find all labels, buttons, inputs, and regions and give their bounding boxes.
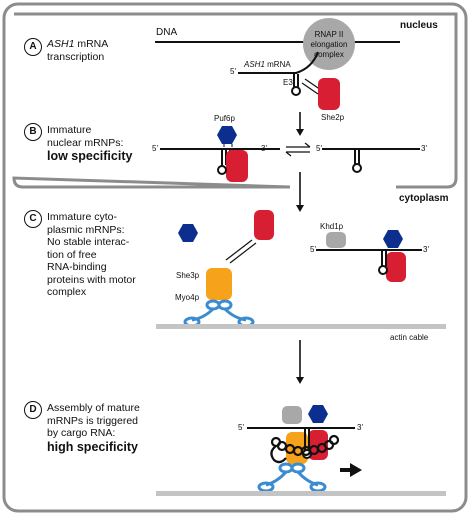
khd1p-protein bbox=[326, 232, 346, 248]
step-c-line: plasmic mRNPs: bbox=[47, 223, 125, 236]
step-c-text: Immature cyto- plasmic mRNPs: No stable … bbox=[47, 211, 136, 299]
myo4p-motor bbox=[217, 299, 233, 311]
step-c-line: Immature cyto- bbox=[47, 211, 118, 223]
e3-hairpin-loop bbox=[291, 86, 301, 96]
three-prime-label: 3' bbox=[423, 245, 429, 254]
puf6p-label: Puf6p bbox=[214, 114, 235, 123]
five-prime-label: 5' bbox=[310, 245, 316, 254]
equilibrium-arrow-back bbox=[285, 151, 292, 157]
step-b-marker: B bbox=[24, 123, 42, 141]
five-prime-label: 5' bbox=[230, 67, 236, 76]
actin-cable bbox=[156, 324, 446, 329]
cytoplasm-label: cytoplasm bbox=[399, 193, 449, 204]
three-prime-label: 3' bbox=[357, 423, 363, 432]
she2p-label: She2p bbox=[321, 113, 345, 122]
step-c-line: proteins with motor bbox=[47, 273, 136, 286]
puf6p-protein bbox=[217, 126, 237, 144]
she2p-protein bbox=[386, 252, 406, 282]
ash1-mrna-label: ASH1 mRNA bbox=[244, 59, 291, 71]
hairpin-loop bbox=[352, 163, 362, 173]
step-b-line1: Immature bbox=[47, 124, 92, 136]
myo4p-head bbox=[309, 481, 327, 493]
three-prime-label: 3' bbox=[421, 144, 427, 153]
she2p-she3p-link bbox=[225, 239, 253, 261]
myo4p-motor bbox=[205, 299, 221, 311]
step-d-line2: mRNPs is triggered bbox=[47, 414, 139, 427]
khd1p-label: Khd1p bbox=[320, 222, 344, 231]
nucleus-membrane bbox=[12, 12, 458, 189]
actin-cable bbox=[156, 491, 446, 496]
ash1-gene-name: ASH1 bbox=[244, 60, 265, 69]
myo4p-motor bbox=[278, 462, 294, 474]
she3p-label: She3p bbox=[176, 271, 200, 280]
step-a-line2: transcription bbox=[47, 50, 105, 63]
she2p-protein bbox=[318, 78, 340, 110]
myo4p-head bbox=[257, 481, 275, 493]
step-a-text: ASH1 mRNA transcription bbox=[47, 38, 108, 63]
puf6p-protein bbox=[383, 230, 403, 248]
step-d-line1: Assembly of mature bbox=[47, 402, 140, 414]
e3-label: E3 bbox=[283, 78, 293, 87]
she3p-protein bbox=[206, 268, 232, 300]
hairpin-loop bbox=[217, 165, 227, 175]
three-prime-label: 3' bbox=[261, 144, 267, 153]
actin-cable-label: actin cable bbox=[390, 333, 429, 342]
step-a-gene: ASH1 bbox=[47, 38, 75, 50]
step-c-line: complex bbox=[47, 286, 87, 298]
cargo-rna-chain bbox=[270, 434, 340, 464]
step-b-text: Immature nuclear mRNPs: low specificity bbox=[47, 124, 132, 164]
five-prime-label: 5' bbox=[152, 144, 158, 153]
step-c-line: RNA-binding bbox=[47, 261, 107, 273]
she2p-protein bbox=[254, 210, 274, 240]
step-a-marker: A bbox=[24, 38, 42, 56]
she2p-she3p-link bbox=[229, 242, 257, 264]
step-b-line2: nuclear mRNPs: bbox=[47, 136, 124, 149]
hairpin-loop bbox=[378, 265, 388, 275]
rnap-label: RNAP II elongation complex bbox=[305, 30, 353, 60]
step-d-line3: by cargo RNA: bbox=[47, 427, 116, 439]
mrna-exit-from-rnap bbox=[295, 51, 319, 74]
step-c-line: tion of free bbox=[47, 248, 97, 261]
step-a-rest: mRNA bbox=[74, 38, 109, 50]
equilibrium-arrow-forward bbox=[304, 142, 311, 148]
puf6p-protein bbox=[178, 224, 198, 242]
rnap-label-line: elongation bbox=[310, 40, 348, 49]
step-d-marker: D bbox=[24, 401, 42, 419]
five-prime-label: 5' bbox=[316, 144, 322, 153]
khd1p-protein bbox=[282, 406, 302, 424]
step-d-text: Assembly of mature mRNPs is triggered by… bbox=[47, 402, 140, 455]
step-arrow-head bbox=[296, 205, 304, 212]
myo4p-motor bbox=[290, 462, 306, 474]
nucleus-label: nucleus bbox=[400, 20, 438, 31]
rnap-label-line: complex bbox=[314, 50, 344, 59]
transport-direction-arrowhead bbox=[350, 463, 362, 477]
step-a-line1: ASH1 mRNA bbox=[47, 38, 108, 51]
step-c-line: No stable interac- bbox=[47, 236, 130, 248]
step-arrow-head bbox=[296, 129, 304, 136]
step-c-marker: C bbox=[24, 210, 42, 228]
puf6p-protein bbox=[308, 405, 328, 423]
rnap-label-line: RNAP II bbox=[314, 30, 344, 39]
she2p-protein bbox=[226, 150, 248, 182]
binding-arrow bbox=[301, 82, 319, 95]
step-d-emphasis: high specificity bbox=[47, 439, 138, 454]
five-prime-label: 5' bbox=[238, 423, 244, 432]
step-b-emphasis: low specificity bbox=[47, 149, 133, 163]
myo4p-label: Myo4p bbox=[175, 293, 200, 302]
dna-label: DNA bbox=[156, 27, 178, 38]
step-arrow-head bbox=[296, 377, 304, 384]
mrna-word: mRNA bbox=[264, 60, 291, 69]
